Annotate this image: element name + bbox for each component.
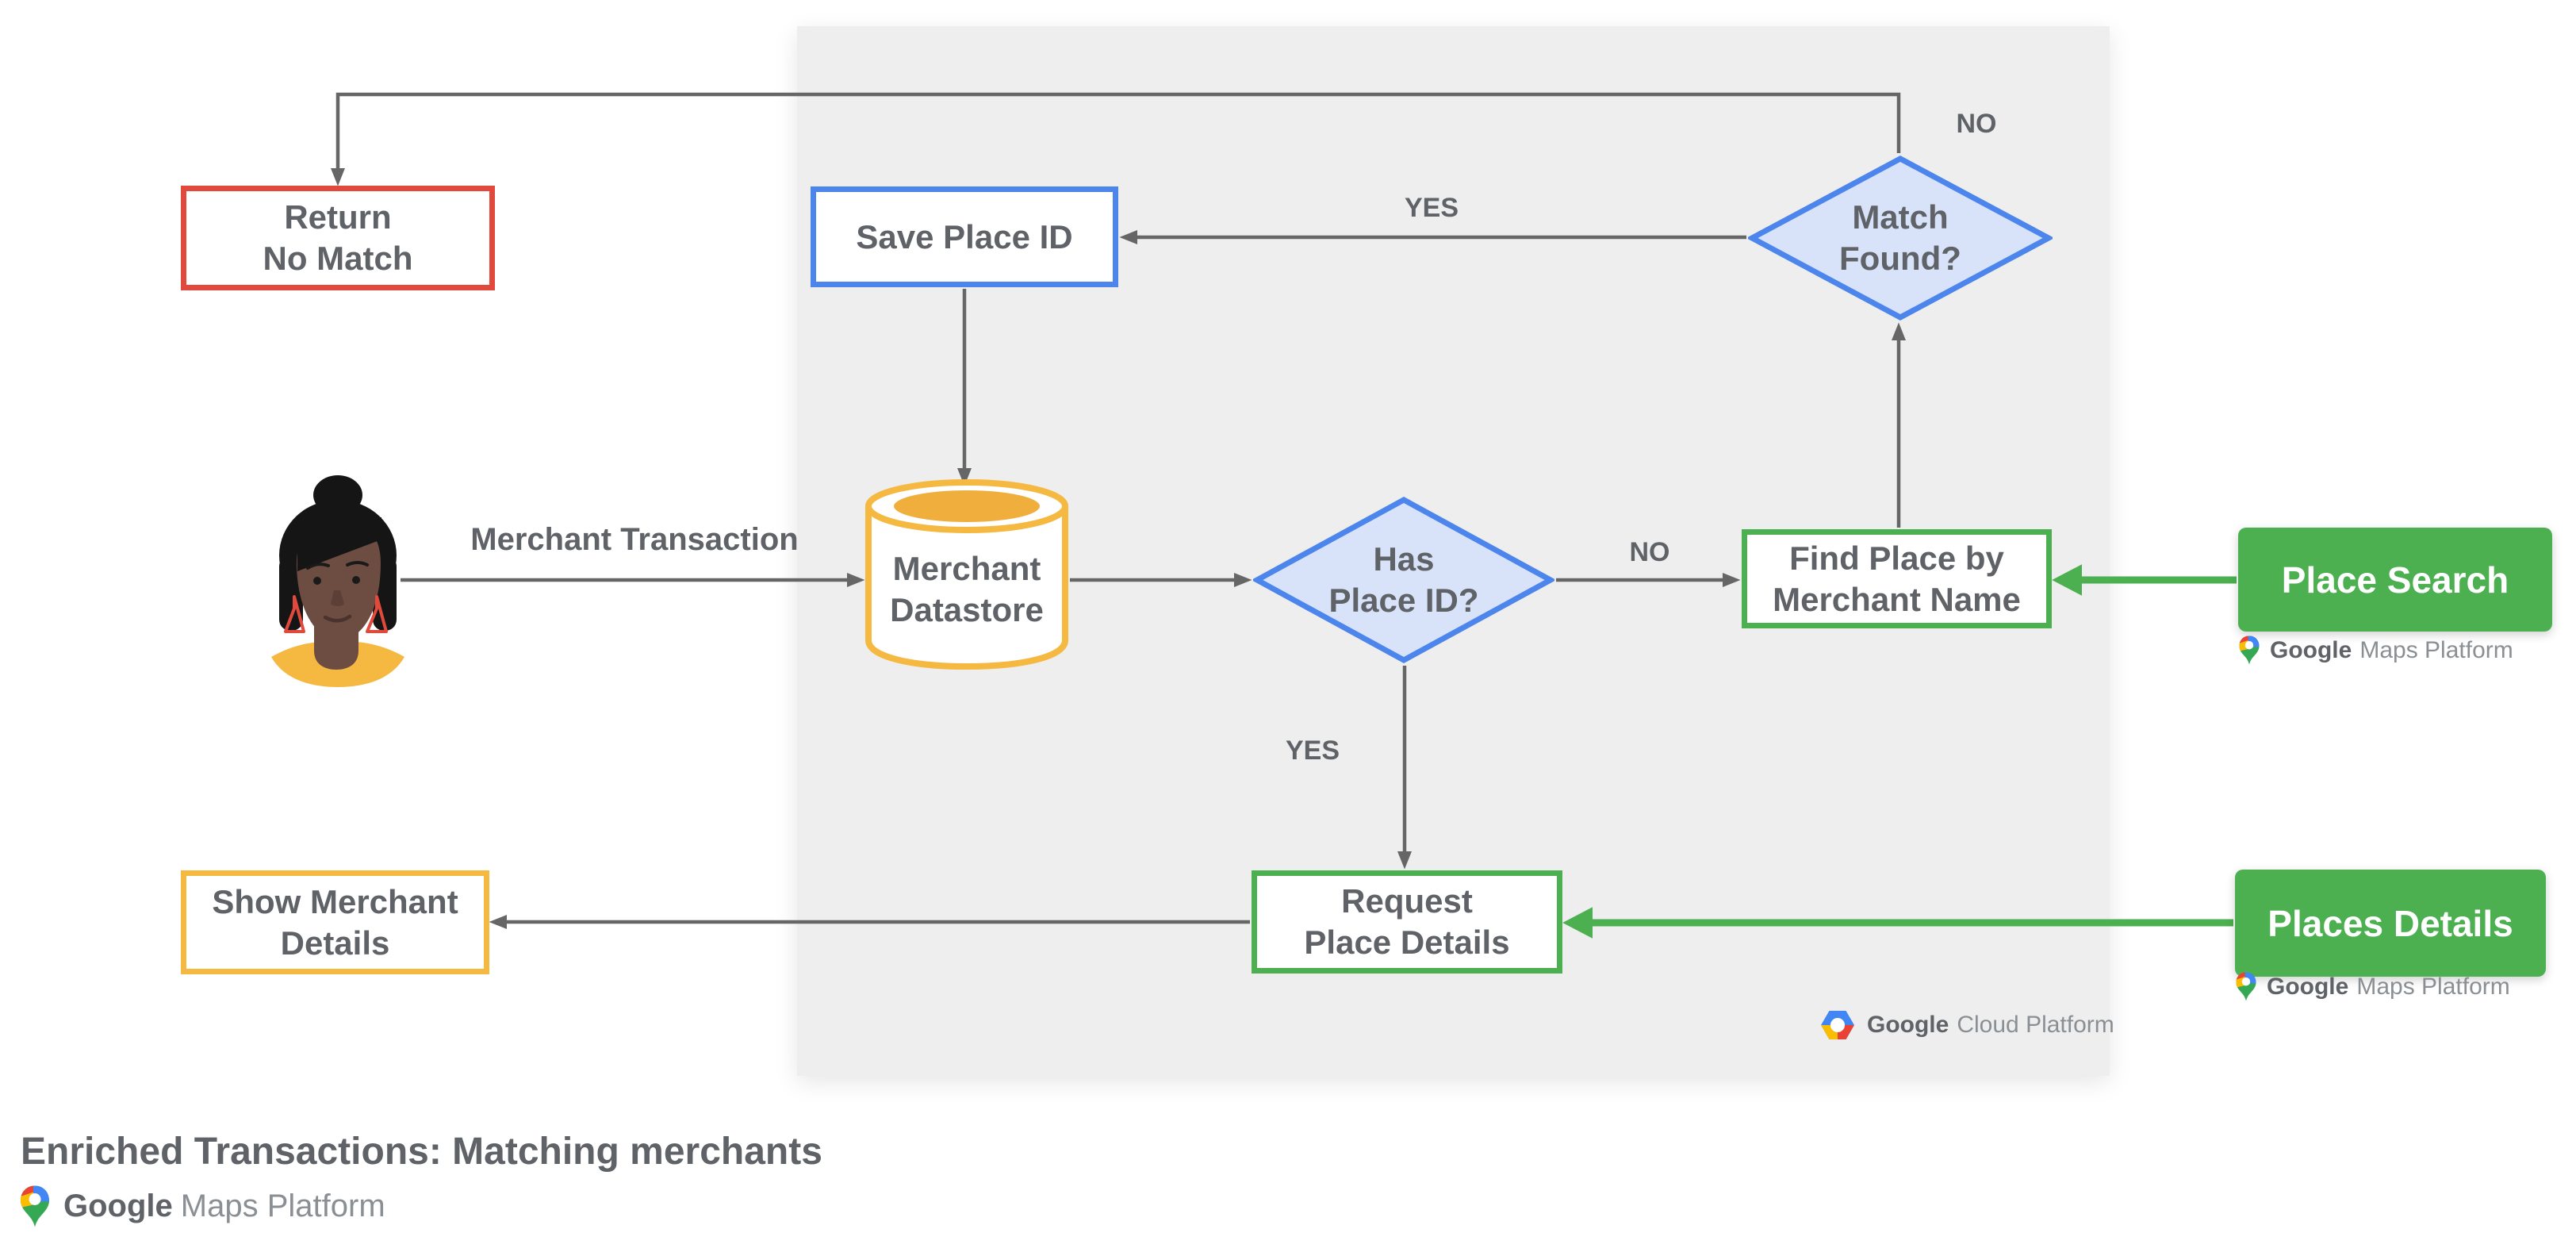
- avatar-earring-left: [284, 595, 305, 633]
- google-maps-platform-logo-place-search: Google Maps Platform: [2238, 635, 2513, 666]
- gmp-logo-google-text: Google: [2267, 973, 2349, 1000]
- google-cloud-platform-logo: Google Cloud Platform: [1819, 1009, 2114, 1041]
- diagram-title: Enriched Transactions: Matching merchant…: [21, 1131, 822, 1173]
- diamond-shape: [1748, 156, 2053, 321]
- has-place-id-label: Has Place ID?: [1328, 540, 1479, 619]
- api-places-details: Places Details: [2235, 870, 2546, 977]
- match-found-label: Match Found?: [1839, 198, 1961, 277]
- merchant-datastore-label: Merchant Datastore: [890, 550, 1044, 628]
- maps-pin-icon: [19, 1184, 51, 1229]
- node-find-place-by-merchant-name: Find Place by Merchant Name: [1742, 529, 2052, 628]
- has-place-id-no-label: NO: [1629, 536, 1670, 567]
- avatar-nose: [331, 590, 344, 606]
- google-maps-platform-logo-footer: Google Maps Platform: [19, 1184, 385, 1229]
- gmp-logo-google-text: Google: [2270, 636, 2352, 663]
- gmp-logo-rest-text: Maps Platform: [180, 1189, 385, 1223]
- gcp-logo-rest-text: Cloud Platform: [1957, 1012, 2114, 1038]
- node-has-place-id: Has Place ID?: [1253, 496, 1554, 664]
- api-place-search: Place Search: [2238, 528, 2552, 632]
- maps-pin-icon: [2238, 635, 2260, 666]
- node-return-no-match: Return No Match: [181, 186, 495, 290]
- node-request-place-details: Request Place Details: [1252, 870, 1562, 974]
- edge-match-found-no: [331, 92, 1901, 186]
- gmp-logo-google-text: Google: [63, 1189, 173, 1223]
- node-match-found: Match Found?: [1748, 155, 2053, 321]
- google-maps-platform-logo-places-details: Google Maps Platform: [2235, 971, 2510, 1002]
- gmp-logo-rest-text: Maps Platform: [2359, 636, 2513, 663]
- match-found-yes-label: YES: [1404, 192, 1459, 223]
- gcp-logo-google-text: Google: [1867, 1012, 1949, 1038]
- node-show-merchant-details: Show Merchant Details: [181, 870, 489, 974]
- gmp-logo-rest-text: Maps Platform: [2356, 973, 2510, 1000]
- avatar-earring-right: [366, 595, 388, 633]
- has-place-id-yes-label: YES: [1285, 735, 1340, 766]
- merchant-transaction-label: Merchant Transaction: [470, 521, 799, 557]
- node-merchant-datastore: Merchant Datastore: [863, 478, 1071, 671]
- match-found-no-label: NO: [1956, 108, 1997, 139]
- node-save-place-id: Save Place ID: [811, 186, 1118, 287]
- gcp-hexagon-icon: [1819, 1009, 1856, 1041]
- consumer-avatar: [271, 475, 404, 687]
- diamond-shape: [1253, 497, 1554, 663]
- maps-pin-icon: [2235, 971, 2257, 1002]
